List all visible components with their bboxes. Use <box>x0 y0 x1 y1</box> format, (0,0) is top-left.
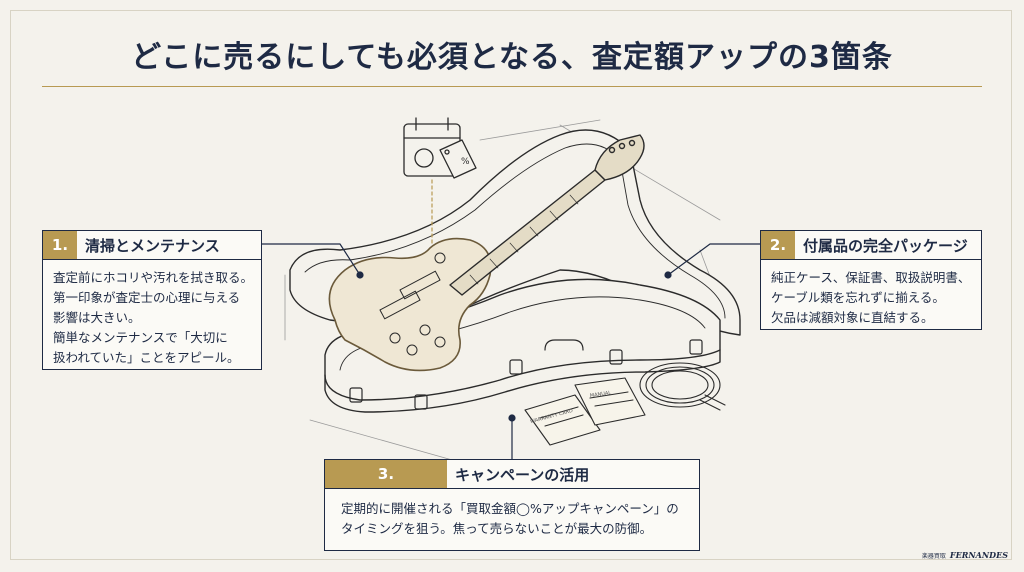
card-heading: 清掃とメンテナンス <box>85 236 220 255</box>
manual-doc <box>574 377 646 426</box>
card-line: 欠品は減額対象に直結する。 <box>771 310 934 325</box>
card-header: 1. 清掃とメンテナンス <box>43 231 261 260</box>
guitar-body <box>328 237 492 372</box>
page-title: どこに売るにしても必須となる、査定額アップの3箇条 <box>131 40 893 75</box>
card-line: 査定前にホコリや汚れを拭き取る。 <box>53 270 254 285</box>
price-tag-icon <box>439 139 477 179</box>
guitar-headstock <box>594 134 645 181</box>
card-line: 純正ケース、保証書、取扱説明書、 <box>771 270 971 285</box>
card-body: 査定前にホコリや汚れを拭き取る。 第一印象が査定士の心理に与える 影響は大きい。… <box>43 260 261 376</box>
cable-coil <box>639 362 726 411</box>
tip-card-cleaning: 1. 清掃とメンテナンス 査定前にホコリや汚れを拭き取る。 第一印象が査定士の心… <box>42 230 262 370</box>
card-heading: 付属品の完全パッケージ <box>803 236 968 255</box>
page-frame <box>10 10 1012 560</box>
card-body: 純正ケース、保証書、取扱説明書、 ケーブル類を忘れずに揃える。 欠品は減額対象に… <box>761 260 981 336</box>
manual-label: MANUAL <box>590 390 612 399</box>
tag-percent: % <box>461 157 470 167</box>
card-header: 2. 付属品の完全パッケージ <box>761 231 981 260</box>
logo-brand: FERNANDES <box>949 550 1008 560</box>
card-line: 第一印象が査定士の心理に与える <box>53 290 241 305</box>
title-divider <box>42 86 982 87</box>
card-header: 3. キャンペーンの活用 <box>325 460 699 489</box>
card-line: タイミングを狙う。焦って売らないことが最大の防御。 <box>341 521 653 536</box>
warranty-card-doc <box>524 394 601 446</box>
card-line: 影響は大きい。 <box>53 310 141 325</box>
card-line: 扱われていた」ことをアピール。 <box>53 350 240 365</box>
logo-jp: 楽器買取 <box>921 552 946 560</box>
card-number: 1. <box>43 231 77 259</box>
callout-lines <box>261 243 761 460</box>
card-line: ケーブル類を忘れずに揃える。 <box>771 290 945 305</box>
card-line: 定期的に開催される「買取金額◯%アップキャンペーン」の <box>341 501 679 516</box>
case-latches <box>349 339 703 410</box>
card-line: 簡単なメンテナンスで「大切に <box>53 330 228 345</box>
brand-logo: 楽器買取 FERNANDES <box>922 550 1008 560</box>
tip-card-accessories: 2. 付属品の完全パッケージ 純正ケース、保証書、取扱説明書、 ケーブル類を忘れ… <box>760 230 982 330</box>
card-number: 2. <box>761 231 795 259</box>
card-number: 3. <box>325 460 447 488</box>
card-body: 定期的に開催される「買取金額◯%アップキャンペーン」の タイミングを狙う。焦って… <box>325 489 699 549</box>
tip-card-campaign: 3. キャンペーンの活用 定期的に開催される「買取金額◯%アップキャンペーン」の… <box>324 459 700 551</box>
card-heading: キャンペーンの活用 <box>455 465 590 484</box>
